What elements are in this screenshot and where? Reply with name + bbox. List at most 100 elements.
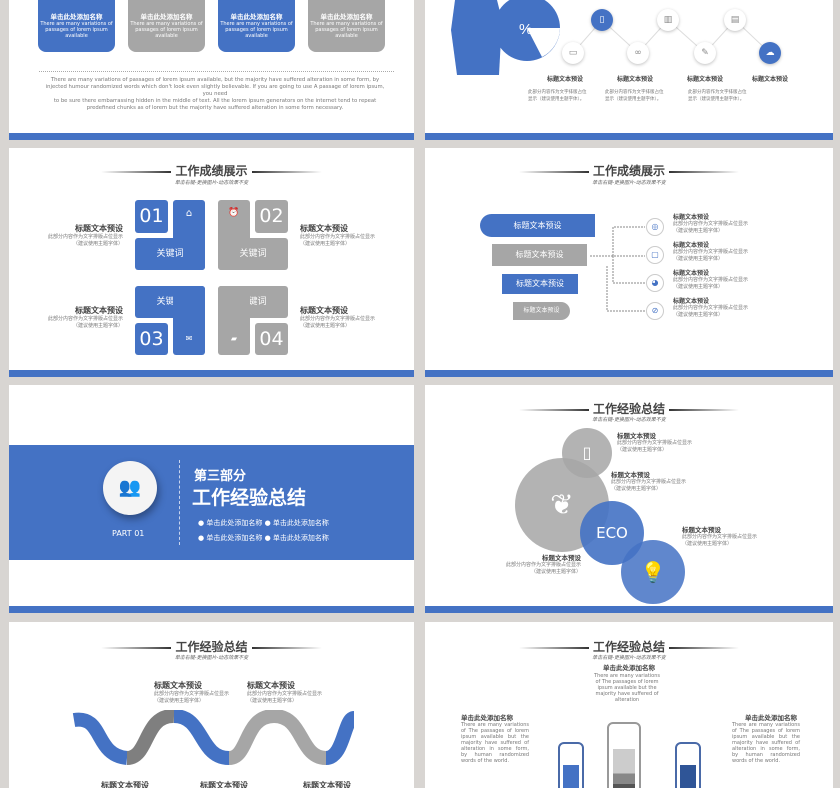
number-tile: 03 bbox=[135, 323, 168, 355]
mobile-icon: ▯ bbox=[591, 9, 613, 31]
item-text: 标题文本预设此部分内容作为文字排版占位显示（建议使用主题字体） bbox=[673, 298, 749, 318]
globe-icon: ◕ bbox=[646, 274, 664, 292]
chat-icon: ▰ bbox=[218, 286, 250, 355]
test-tube-right bbox=[675, 742, 701, 788]
lightbulb-icon: 💡 bbox=[621, 540, 685, 604]
ribbon-bar: 标题文本预设 bbox=[513, 302, 570, 320]
slide-title: 工作经验总结 bbox=[425, 638, 833, 655]
number-tile: 01 bbox=[135, 200, 168, 233]
node-desc: 此部分内容作为文字排版占位显示（建议使用主题字体）。 bbox=[528, 90, 587, 102]
center-text: There are many variations of The passage… bbox=[594, 673, 660, 703]
svg-text:%: % bbox=[519, 21, 532, 38]
film-icon: ▤ bbox=[724, 9, 746, 31]
test-tube-center bbox=[607, 722, 641, 788]
text-block: 标题文本预设此部分内容作为文字排版占位显示（建议使用主题字体） bbox=[47, 306, 123, 329]
node-label: 标题文本预设 bbox=[617, 76, 654, 83]
wave-label: 标题文本预设此部分内容作为文字排版占位显示（建议使用主题字体） bbox=[247, 681, 323, 704]
divider bbox=[39, 71, 394, 72]
wave-label: 标题文本预设 bbox=[303, 781, 351, 788]
card-text: There are many variations of passages of… bbox=[130, 21, 203, 39]
item-text: 标题文本预设此部分内容作为文字排版占位显示（建议使用主题字体） bbox=[673, 270, 749, 290]
number-tile: 02 bbox=[255, 200, 288, 233]
slide-subtitle: 单击右键-更换图片-动态效果不变 bbox=[174, 180, 249, 186]
pencil-icon: ✎ bbox=[694, 42, 716, 64]
slide-thumbnail-8[interactable]: 工作经验总结 单击右键-更换图片-动态效果不变 单击此处添加名称 There a… bbox=[425, 622, 833, 788]
item-text: 标题文本预设此部分内容作为文字排版占位显示（建议使用主题字体） bbox=[617, 432, 693, 453]
slide-thumbnail-4[interactable]: 工作成绩展示 单击右键-更换图片-动态效果不变 标题文本预设 标题文本预设 标题… bbox=[425, 148, 833, 377]
ribbon-bar: 标题文本预设 bbox=[492, 244, 587, 266]
node-desc: 此部分内容作为文字排版占位显示（建议使用主题字体）。 bbox=[605, 90, 664, 102]
test-tube-left bbox=[558, 742, 584, 788]
slide-thumbnail-5[interactable]: 👥 PART 01 第三部分 工作经验总结 ● 单击此处添加名称 ● 单击此处添… bbox=[9, 385, 414, 613]
slide-subtitle: 单击右键-更换图片-动态效果不变 bbox=[592, 180, 666, 186]
chart-icon: ▥ bbox=[657, 9, 679, 31]
left-text: There are many variations of The passage… bbox=[461, 722, 529, 764]
right-heading: 单击此处添加名称 bbox=[745, 714, 797, 722]
card-text: There are many variations of passages of… bbox=[40, 21, 113, 39]
slide-thumbnail-2[interactable]: % ▯ ▥ ▤ ▭ ∞ ✎ ☁ 标题文本预设 标题文本预设 标题文本预设 标题文… bbox=[425, 0, 833, 140]
divider bbox=[179, 460, 180, 545]
monitor-icon: ▭ bbox=[562, 42, 584, 64]
footer-bar bbox=[425, 370, 833, 377]
footer-bar bbox=[9, 133, 414, 140]
footer-bar bbox=[425, 606, 833, 613]
node-label: 标题文本预设 bbox=[752, 76, 789, 83]
slide-title: 工作成绩展示 bbox=[425, 162, 833, 179]
item-text: 标题文本预设此部分内容作为文字排版占位显示（建议使用主题字体） bbox=[505, 554, 581, 575]
slide-thumbnail-7[interactable]: 工作经验总结 单击右键-更换图片-动态效果不变 标题文本预设此部分内容作为文字排… bbox=[9, 622, 414, 788]
team-icon: 👥 bbox=[103, 461, 157, 515]
item-text: 标题文本预设此部分内容作为文字排版占位显示（建议使用主题字体） bbox=[673, 242, 749, 262]
card-title: 单击此处添加名称 bbox=[320, 13, 373, 21]
ribbon-bar: 标题文本预设 bbox=[502, 274, 578, 294]
part-label: PART 01 bbox=[112, 529, 145, 538]
slide-subtitle: 单击右键-更换图片-动态效果不变 bbox=[592, 417, 666, 423]
text-block: 标题文本预设此部分内容作为文字排版占位显示（建议使用主题字体） bbox=[300, 306, 376, 329]
wave-label: 标题文本预设 bbox=[101, 781, 149, 788]
slide-subtitle: 单击右键-更换图片-动态效果不变 bbox=[174, 655, 249, 661]
item-text: 标题文本预设此部分内容作为文字排版占位显示（建议使用主题字体） bbox=[611, 471, 687, 492]
right-text: There are many variations of The passage… bbox=[732, 722, 800, 764]
ribbon-bar: 标题文本预设 bbox=[480, 214, 595, 237]
link-icon: ∞ bbox=[627, 42, 649, 64]
card-text: There are many variations of passages of… bbox=[220, 21, 293, 39]
compass-icon: ⊘ bbox=[646, 302, 664, 320]
card-title: 单击此处添加名称 bbox=[140, 13, 193, 21]
slide-title: 工作经验总结 bbox=[425, 400, 833, 417]
keyword-tile: 关键词 bbox=[135, 238, 205, 270]
card-text: There are many variations of passages of… bbox=[310, 21, 383, 39]
number-tile: 04 bbox=[255, 323, 288, 355]
text-block: 标题文本预设此部分内容作为文字排版占位显示（建议使用主题字体） bbox=[47, 224, 123, 247]
node-label: 标题文本预设 bbox=[547, 76, 584, 83]
center-heading: 单击此处添加名称 bbox=[603, 664, 655, 672]
target-icon: ◎ bbox=[646, 218, 664, 236]
slide-thumbnail-3[interactable]: 工作成绩展示 单击右键-更换图片-动态效果不变 01 ⌂ 关键词 02 ⏰ 关键… bbox=[9, 148, 414, 377]
wave-label: 标题文本预设 bbox=[200, 781, 248, 788]
slide-title: 工作经验总结 bbox=[9, 638, 414, 655]
slide-thumbnail-6[interactable]: 工作经验总结 单击右键-更换图片-动态效果不变 ❦ ▯ ECO 💡 标题文本预设… bbox=[425, 385, 833, 613]
section-title: 工作经验总结 bbox=[192, 487, 307, 509]
section-number: 第三部分 bbox=[194, 469, 247, 484]
footer-bar bbox=[9, 370, 414, 377]
section-band bbox=[9, 445, 414, 560]
bullet-row: ● 单击此处添加名称 ● 单击此处添加名称 bbox=[198, 534, 329, 542]
businessman-percent-icon: % bbox=[451, 0, 560, 75]
wave-label: 标题文本预设此部分内容作为文字排版占位显示（建议使用主题字体） bbox=[154, 681, 230, 704]
linkedin-icon: ▢ bbox=[646, 246, 664, 264]
slide-title: 工作成绩展示 bbox=[9, 162, 414, 179]
body-paragraph: There are many variations of passages of… bbox=[45, 77, 385, 111]
mail-icon: ✉ bbox=[173, 286, 205, 355]
node-desc: 此部分内容作为文字排版占位显示（建议使用主题字体）。 bbox=[688, 90, 747, 102]
keyword-tile: 关键词 bbox=[218, 238, 288, 270]
slide-subtitle: 单击右键-更换图片-动态效果不变 bbox=[592, 655, 666, 661]
item-text: 标题文本预设此部分内容作为文字排版占位显示（建议使用主题字体） bbox=[682, 526, 758, 547]
card-title: 单击此处添加名称 bbox=[230, 13, 283, 21]
footer-bar bbox=[9, 606, 414, 613]
text-block: 标题文本预设此部分内容作为文字排版占位显示（建议使用主题字体） bbox=[300, 224, 376, 247]
card-title: 单击此处添加名称 bbox=[50, 13, 103, 21]
wave-graphic bbox=[72, 710, 354, 765]
